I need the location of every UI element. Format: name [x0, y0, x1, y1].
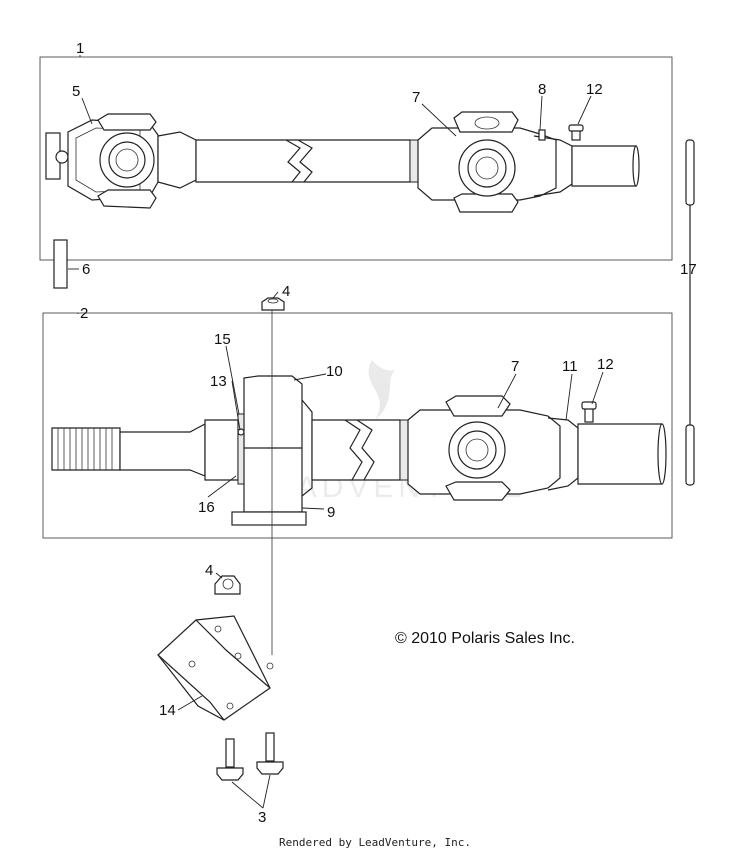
part-17-rod — [685, 139, 695, 486]
callout-3: 3 — [258, 809, 266, 826]
nut-4-top — [261, 297, 285, 311]
callout-6: 6 — [82, 261, 90, 278]
prop-shaft-rear — [51, 375, 667, 526]
footer-credit: Rendered by LeadVenture, Inc. — [278, 836, 472, 849]
callout-5: 5 — [72, 83, 80, 100]
callout-7-rear: 7 — [511, 358, 519, 375]
assembly-box-2 — [42, 312, 673, 539]
bracket-14 — [157, 615, 274, 721]
shaft-tube-rear — [311, 419, 401, 481]
callout-2: 2 — [80, 305, 88, 322]
assembly-box-1 — [39, 56, 673, 261]
callout-16: 16 — [198, 499, 215, 516]
grease-fitting-rear — [584, 407, 594, 423]
nut-4-bottom — [214, 575, 241, 595]
callout-10: 10 — [326, 363, 343, 380]
carrier-bearing-housing — [243, 375, 303, 513]
callout-9: 9 — [327, 504, 335, 521]
callout-13: 13 — [210, 373, 227, 390]
housing-base-9 — [231, 511, 307, 526]
callout-1: 1 — [76, 40, 84, 57]
callout-4-top: 4 — [282, 283, 290, 300]
callout-4-bottom: 4 — [205, 562, 213, 579]
bolts-3 — [216, 732, 284, 781]
splined-stub — [51, 427, 121, 471]
part-6-pin — [53, 239, 68, 289]
callout-8: 8 — [538, 81, 546, 98]
callout-11: 11 — [562, 358, 578, 375]
callout-7-front: 7 — [412, 89, 420, 106]
callout-12-front: 12 — [586, 81, 603, 98]
callout-14: 14 — [159, 702, 176, 719]
prop-shaft-front — [45, 111, 640, 213]
callout-15: 15 — [214, 331, 231, 348]
copyright-notice: © 2010 Polaris Sales Inc. — [395, 630, 575, 647]
shaft-tube-front — [195, 139, 411, 183]
callout-12-rear: 12 — [597, 356, 614, 373]
callout-17: 17 — [680, 261, 697, 278]
